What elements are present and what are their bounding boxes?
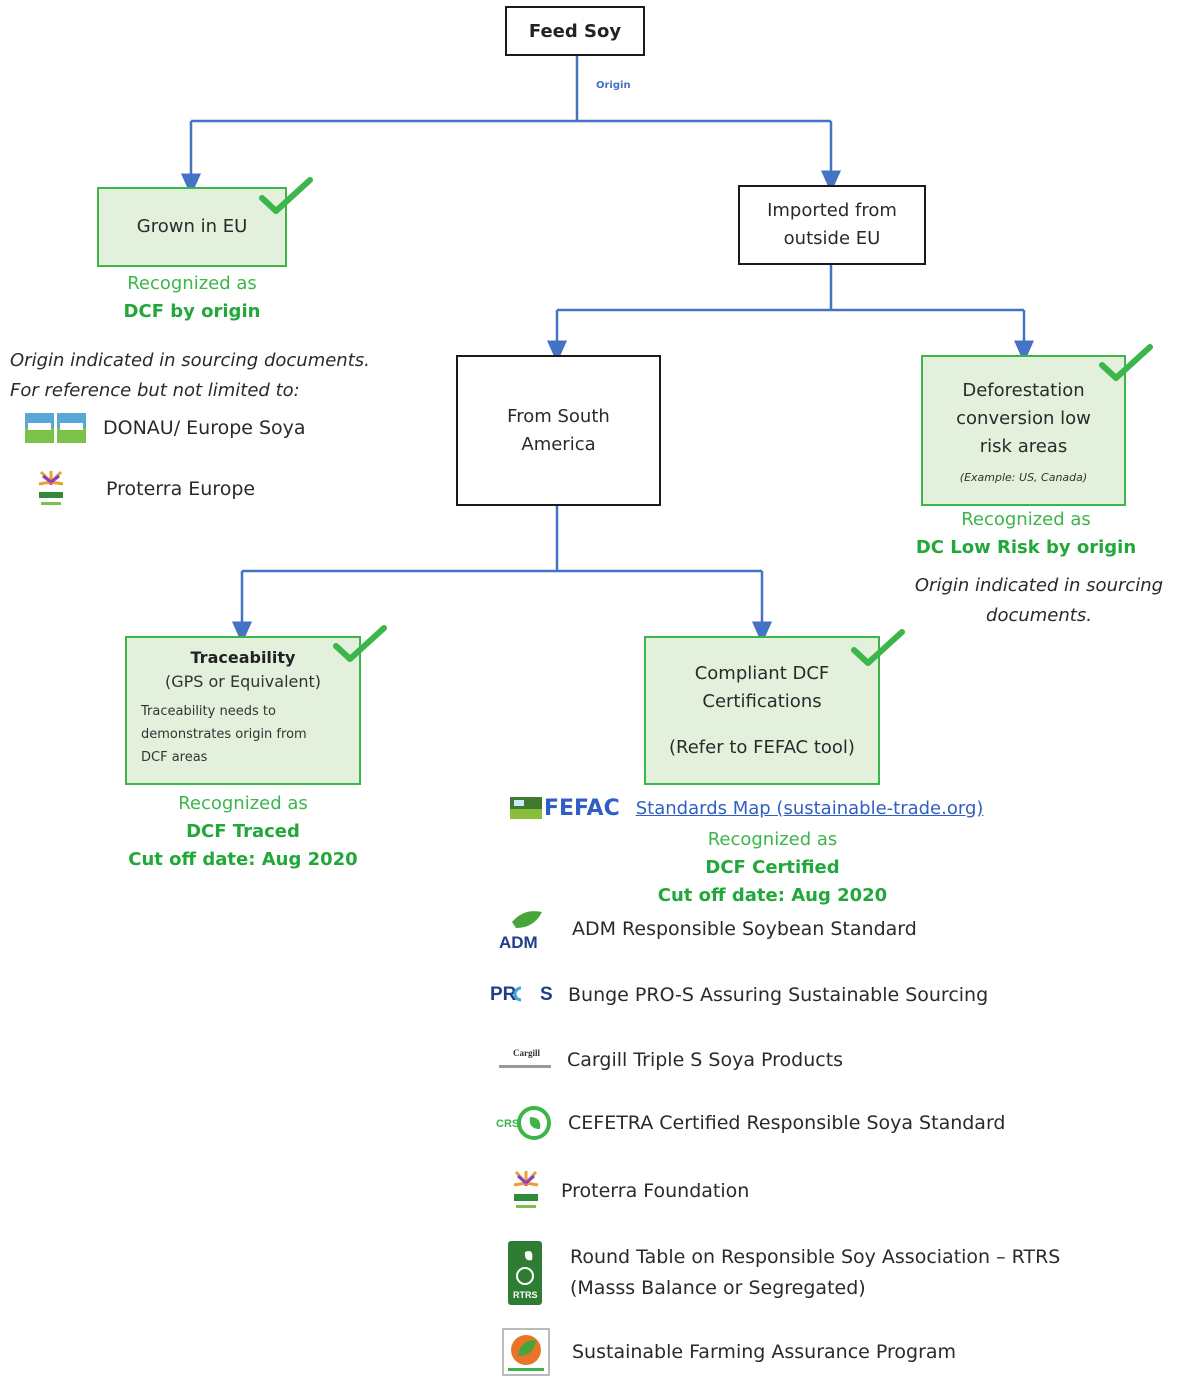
standard-cefetra-label: CEFETRA Certified Responsible Soya Stand… xyxy=(568,1112,1006,1134)
south-america-line2: America xyxy=(521,433,596,455)
standards-map-link[interactable]: Standards Map (sustainable-trade.org) xyxy=(635,797,984,819)
svg-text:ADM: ADM xyxy=(499,933,538,950)
cargill-logo-icon: Cargill xyxy=(499,1048,551,1068)
standard-sfap-label: Sustainable Farming Assurance Program xyxy=(572,1341,957,1363)
south-america-box: From South America xyxy=(456,355,661,506)
standard-adm-label: ADM Responsible Soybean Standard xyxy=(572,918,917,940)
south-america-line1: From South xyxy=(507,405,610,427)
standard-proterra-label: Proterra Foundation xyxy=(561,1180,750,1202)
svg-text:RTRS: RTRS xyxy=(513,1290,538,1300)
bunge-pros-logo-icon: PR S xyxy=(490,984,553,1005)
standard-proterra: Proterra Foundation xyxy=(503,1170,749,1212)
check-icon xyxy=(259,177,313,214)
standard-cargill: Cargill Cargill Triple S Soya Products xyxy=(497,1043,843,1077)
standard-cefetra: CRS CEFETRA Certified Responsible Soya S… xyxy=(496,1103,1006,1143)
feed-soy-title: Feed Soy xyxy=(528,20,622,42)
traceability-recognized-label: Recognized as xyxy=(178,793,308,814)
standard-rtrs-label: Round Table on Responsible Soy Associati… xyxy=(570,1246,1061,1268)
standard-rtrs-sublabel: (Masss Balance or Segregated) xyxy=(570,1277,866,1299)
fefac-logo-icon xyxy=(510,797,542,819)
low-risk-line3: risk areas xyxy=(979,436,1068,457)
grown-note-1: Origin indicated in sourcing documents. xyxy=(10,350,370,371)
fefac-wordmark: FEFAC xyxy=(544,795,620,821)
low-risk-recognized-label: Recognized as xyxy=(961,509,1091,530)
imported-line1: Imported from xyxy=(767,200,897,221)
low-risk-line1: Deforestation xyxy=(962,380,1085,401)
svg-text:S: S xyxy=(540,984,553,1005)
svg-text:CRS: CRS xyxy=(496,1118,519,1130)
standard-bunge: PR S Bunge PRO-S Assuring Sustainable So… xyxy=(490,980,988,1010)
traceability-cutoff: Cut off date: Aug 2020 xyxy=(128,849,358,870)
svg-text:PR: PR xyxy=(490,984,517,1005)
grown-note-2: For reference but not limited to: xyxy=(10,380,300,401)
low-risk-example: (Example: US, Canada) xyxy=(959,471,1088,484)
low-risk-box: Deforestation conversion low risk areas … xyxy=(921,355,1126,506)
ref-row-proterra: Proterra Europe xyxy=(29,470,255,508)
standard-cargill-label: Cargill Triple S Soya Products xyxy=(567,1049,844,1071)
traceability-desc-3: DCF areas xyxy=(141,750,208,765)
low-risk-line2: conversion low xyxy=(956,408,1091,429)
imported-box: Imported from outside EU xyxy=(738,185,926,265)
imported-line2: outside EU xyxy=(783,228,881,249)
low-risk-status: DC Low Risk by origin xyxy=(915,537,1137,558)
check-icon xyxy=(1099,344,1153,381)
donau-soya-logo-icon xyxy=(25,413,86,443)
adm-logo-icon: ADM xyxy=(499,911,542,950)
fefac-row: FEFAC Standards Map (sustainable-trade.o… xyxy=(510,795,983,821)
ref-donau-label: DONAU/ Europe Soya xyxy=(103,417,306,439)
origin-edge-label: Origin xyxy=(596,80,631,91)
cert-cutoff: Cut off date: Aug 2020 xyxy=(657,885,888,906)
svg-text:Cargill: Cargill xyxy=(513,1048,540,1058)
ref-proterra-label: Proterra Europe xyxy=(106,478,256,500)
rtrs-logo-icon: RTRS xyxy=(508,1241,542,1305)
cert-recognized-label: Recognized as xyxy=(707,829,838,850)
check-icon xyxy=(333,625,387,662)
grown-recognized-label: Recognized as xyxy=(127,273,257,294)
grown-in-eu-label: Grown in EU xyxy=(136,216,248,237)
sfap-logo-icon xyxy=(502,1328,550,1376)
grown-status: DCF by origin xyxy=(123,301,261,322)
standard-rtrs: RTRS Round Table on Responsible Soy Asso… xyxy=(506,1240,1060,1306)
proterra-logo-icon xyxy=(38,470,64,505)
traceability-title: Traceability xyxy=(190,648,296,667)
certifications-box: Compliant DCF Certifications (Refer to F… xyxy=(644,636,880,785)
low-risk-note-1: Origin indicated in sourcing xyxy=(914,575,1164,596)
ref-row-donau: DONAU/ Europe Soya xyxy=(25,413,306,443)
low-risk-note-2: documents. xyxy=(986,605,1092,626)
cert-status: DCF Certified xyxy=(705,857,840,878)
cert-line1: Compliant DCF xyxy=(694,662,830,684)
cert-line2: Certifications xyxy=(702,690,822,712)
cefetra-crs-logo-icon: CRS xyxy=(496,1106,551,1140)
standard-bunge-label: Bunge PRO-S Assuring Sustainable Sourcin… xyxy=(568,984,989,1006)
traceability-box: Traceability (GPS or Equivalent) Traceab… xyxy=(125,636,361,785)
traceability-desc-2: demonstrates origin from xyxy=(141,727,307,742)
standard-sfap: Sustainable Farming Assurance Program xyxy=(502,1328,956,1376)
feed-soy-box: Feed Soy xyxy=(505,6,645,56)
traceability-subtitle: (GPS or Equivalent) xyxy=(164,672,322,691)
standard-adm: ADM ADM Responsible Soybean Standard xyxy=(498,908,917,950)
traceability-desc-1: Traceability needs to xyxy=(141,704,276,719)
check-icon xyxy=(851,629,905,666)
traceability-status: DCF Traced xyxy=(186,821,300,842)
proterra-logo-icon xyxy=(513,1170,539,1208)
cert-line3: (Refer to FEFAC tool) xyxy=(669,736,855,758)
grown-in-eu-box: Grown in EU xyxy=(97,187,287,267)
